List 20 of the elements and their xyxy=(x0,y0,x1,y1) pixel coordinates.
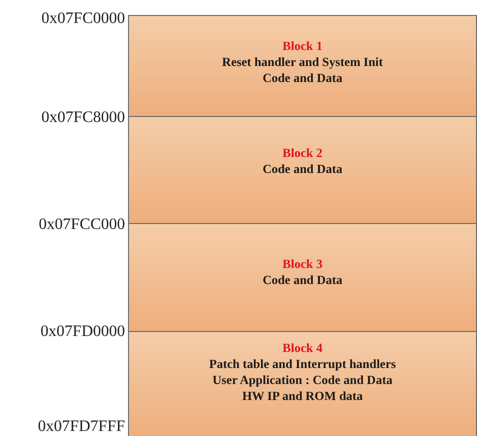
memory-block xyxy=(128,15,477,117)
block-title: Block 4 xyxy=(282,340,324,356)
memory-block xyxy=(128,331,477,436)
address-label: 0x07FD0000 xyxy=(40,323,125,341)
block-description: Patch table and Interrupt handlers xyxy=(208,356,397,372)
block-description: User Application : Code and Data xyxy=(212,372,394,388)
address-label: 0x07FCC000 xyxy=(38,216,125,234)
block-title: Block 1 xyxy=(282,38,324,54)
block-title: Block 2 xyxy=(282,145,324,161)
address-label: 0x07FC0000 xyxy=(41,10,125,28)
block-title: Block 3 xyxy=(282,256,324,272)
address-label: 0x07FC8000 xyxy=(41,109,125,127)
address-label: 0x07FD7FFF xyxy=(38,418,125,436)
block-description: Code and Data xyxy=(262,272,344,288)
block-description: Code and Data xyxy=(262,70,344,86)
memory-block xyxy=(128,116,477,224)
block-description: Code and Data xyxy=(262,161,344,177)
block-description: HW IP and ROM data xyxy=(241,388,364,404)
block-description: Reset handler and System Init xyxy=(221,54,384,70)
memory-block xyxy=(128,223,477,332)
